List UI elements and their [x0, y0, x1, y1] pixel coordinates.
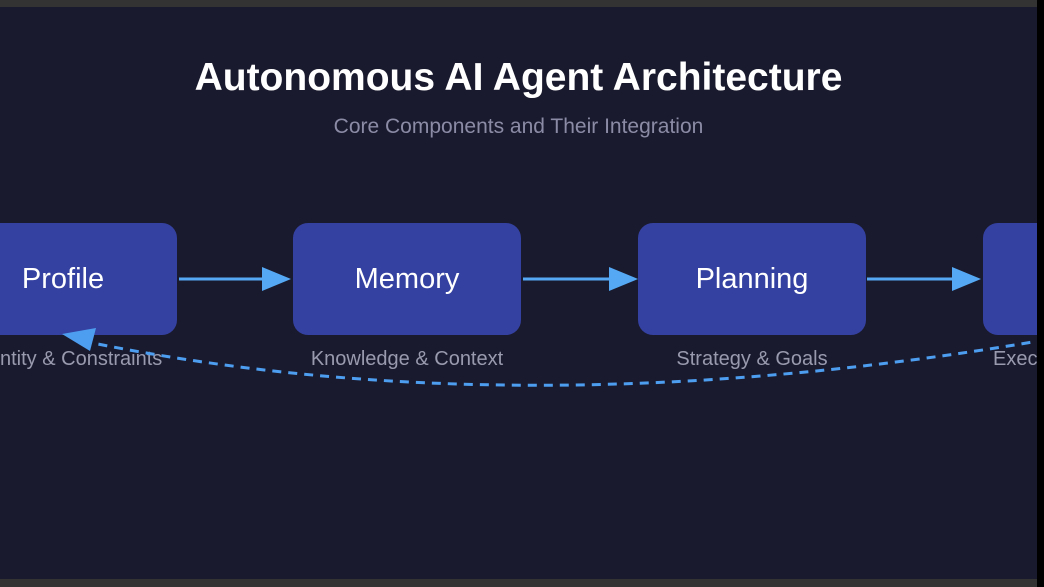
node-action-sublabel: Execu	[993, 348, 1037, 370]
node-memory-sublabel: Knowledge & Context	[310, 348, 504, 370]
node-planning: Planning	[638, 223, 866, 335]
letterbox-bottom-bar	[0, 579, 1037, 587]
letterbox-top-bar	[0, 0, 1037, 7]
arrow-profile-memory-head-icon	[262, 267, 291, 291]
node-planning-sublabel: Strategy & Goals	[676, 348, 828, 370]
feedback-loop-dashed-line	[77, 338, 1037, 387]
node-profile: Profile	[0, 223, 177, 335]
arrow-memory-planning-head-icon	[609, 267, 638, 291]
node-profile-label: Profile	[21, 262, 105, 295]
node-planning-label: Planning	[695, 262, 809, 295]
diagram-title: Autonomous AI Agent Architecture	[194, 56, 843, 99]
node-action	[983, 223, 1037, 335]
node-profile-sublabel: ntity & Constraints	[0, 348, 163, 370]
arrow-planning-action-head-icon	[952, 267, 981, 291]
node-memory-label: Memory	[354, 262, 460, 295]
node-memory: Memory	[293, 223, 521, 335]
diagram-subtitle: Core Components and Their Integration	[333, 115, 704, 138]
